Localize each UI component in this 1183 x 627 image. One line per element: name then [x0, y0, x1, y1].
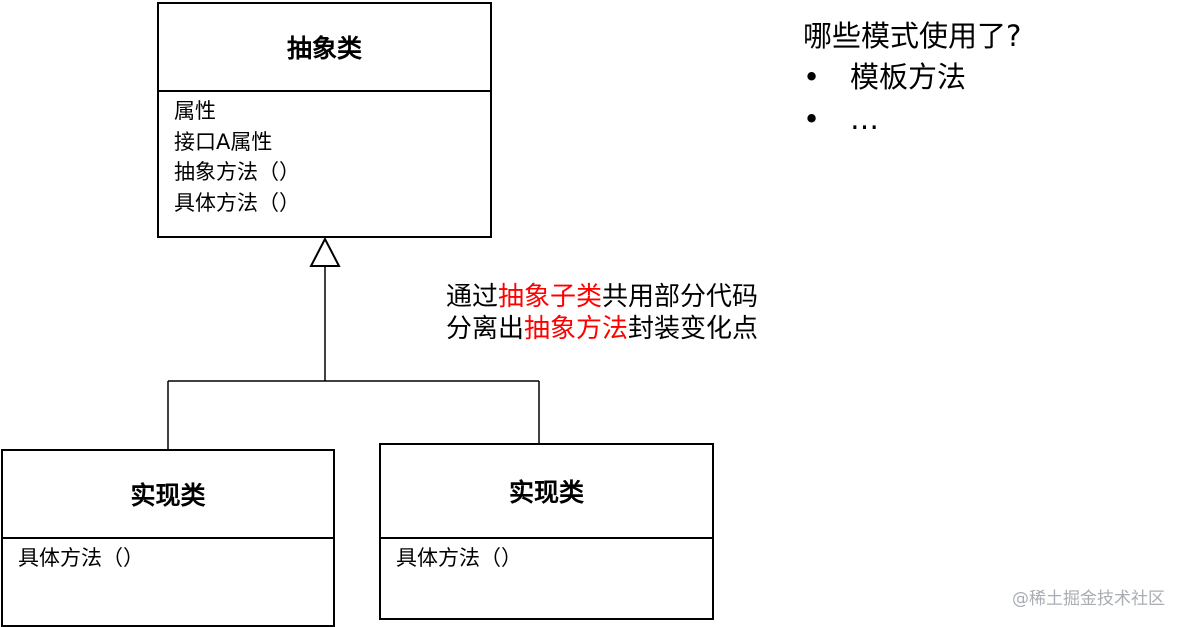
watermark: @稀土掘金技术社区 [1012, 589, 1165, 609]
impl-class-box-left: 实现类 具体方法（） [1, 449, 335, 627]
member-concrete-method: 具体方法（） [174, 190, 300, 215]
member-concrete-method: 具体方法（） [396, 546, 522, 570]
impl-class-members: 具体方法（） [381, 539, 712, 574]
annotation-text: 分离出 [446, 314, 525, 344]
diagram-annotation: 通过抽象子类共用部分代码 分离出抽象方法封装变化点 [446, 281, 758, 345]
member-concrete-method: 具体方法（） [18, 546, 144, 570]
bullet-icon: • [803, 60, 821, 94]
abstract-class-name: 抽象类 [159, 4, 490, 92]
impl-class-name: 实现类 [381, 445, 712, 539]
impl-class-name: 实现类 [3, 451, 333, 539]
abstract-class-box: 抽象类 属性 接口A属性 抽象方法（） 具体方法（） [157, 2, 492, 238]
abstract-class-members: 属性 接口A属性 抽象方法（） 具体方法（） [159, 92, 490, 218]
pattern-list-item: • 模板方法 [803, 56, 1021, 98]
annotation-text: 封装变化点 [628, 314, 759, 344]
annotation-text: 通过 [446, 282, 499, 312]
member-attribute: 属性 [174, 99, 216, 123]
impl-class-box-right: 实现类 具体方法（） [379, 443, 714, 620]
member-abstract-method: 抽象方法（） [174, 160, 300, 184]
bullet-icon: • [803, 102, 821, 136]
pattern-question: 哪些模式使用了? [803, 19, 1022, 53]
member-interface-attribute: 接口A属性 [174, 129, 273, 154]
impl-class-members: 具体方法（） [3, 539, 333, 574]
annotation-text: 共用部分代码 [602, 282, 759, 312]
annotation-line-2: 分离出抽象方法封装变化点 [446, 313, 758, 345]
pattern-item-text: … [850, 102, 879, 136]
pattern-item-text: 模板方法 [850, 60, 967, 94]
annotation-line-1: 通过抽象子类共用部分代码 [446, 281, 758, 313]
annotation-highlight: 抽象子类 [498, 282, 603, 312]
pattern-note: 哪些模式使用了? • 模板方法 • … [803, 16, 1021, 140]
pattern-list-item: • … [803, 98, 1021, 140]
generalization-arrowhead [309, 236, 341, 267]
annotation-highlight: 抽象方法 [524, 314, 629, 344]
